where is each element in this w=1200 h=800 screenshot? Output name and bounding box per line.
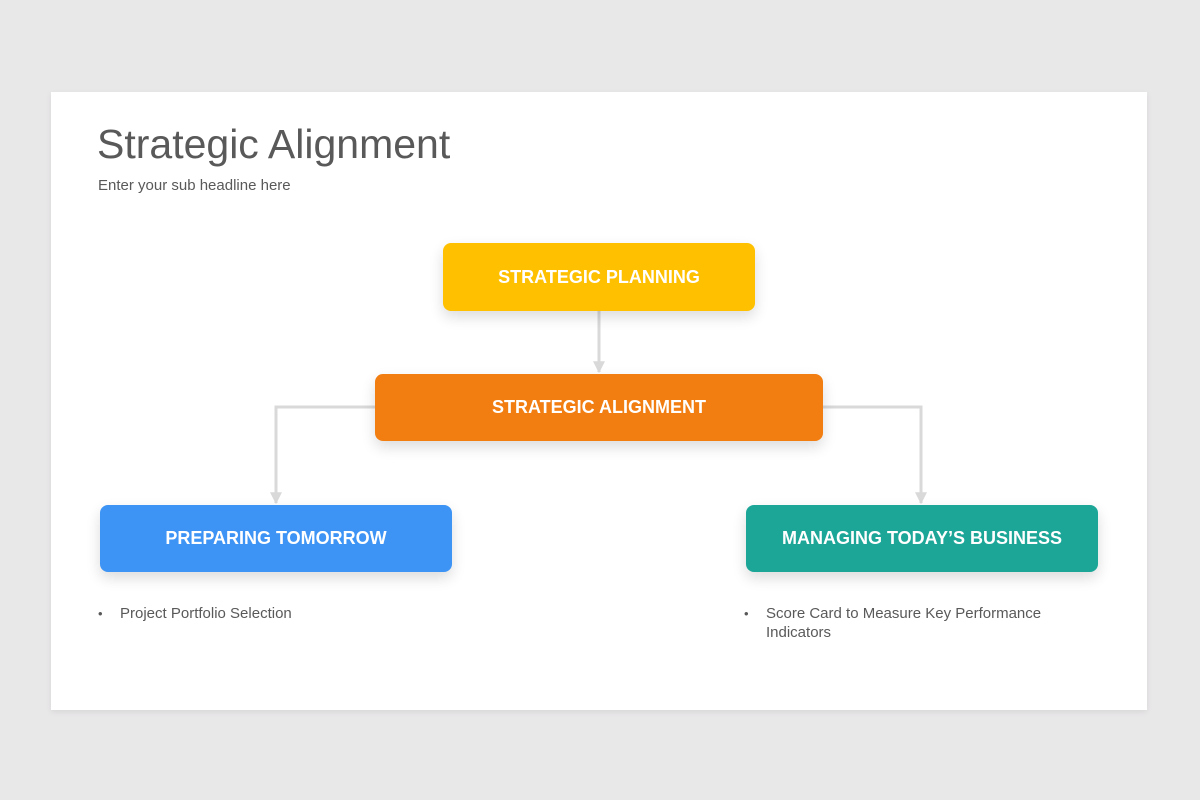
node-label: STRATEGIC PLANNING	[498, 266, 700, 287]
node-strategic-alignment: STRATEGIC ALIGNMENT	[375, 374, 823, 441]
node-preparing-tomorrow: PREPARING TOMORROW	[100, 505, 452, 572]
preparing-tomorrow-bullet-list: Project Portfolio Selection	[98, 604, 398, 623]
list-item: Project Portfolio Selection	[98, 604, 398, 623]
slide-title: Strategic Alignment	[97, 121, 451, 167]
connector-alignment-to-today	[823, 405, 927, 505]
connector-alignment-to-tomorrow	[270, 405, 375, 505]
list-item: Score Card to Measure Key Performance In…	[744, 604, 1064, 642]
node-label: PREPARING TOMORROW	[165, 528, 387, 548]
slide-subtitle: Enter your sub headline here	[98, 177, 291, 194]
node-label: MANAGING TODAY’S BUSINESS	[781, 528, 1063, 548]
node-managing-todays-business: MANAGING TODAY’S BUSINESS	[746, 505, 1098, 572]
managing-today-bullet-list: Score Card to Measure Key Performance In…	[744, 604, 1064, 642]
node-strategic-planning: STRATEGIC PLANNING	[443, 243, 755, 311]
node-label: STRATEGIC ALIGNMENT	[492, 397, 706, 417]
